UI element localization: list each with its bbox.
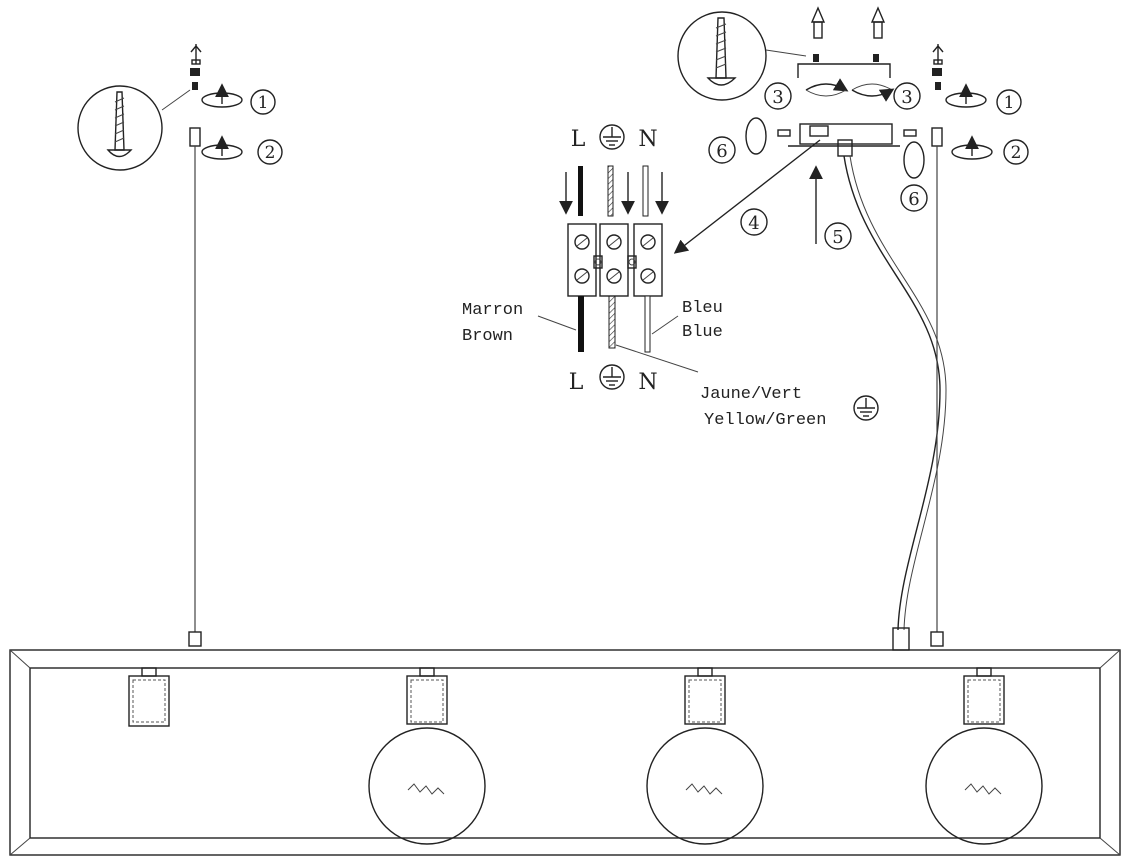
earth-symbol-icon [599,124,625,150]
ceiling-hook-icon [190,68,200,76]
blue-wire-label-en: Blue [682,323,723,342]
step-4-badge: 4 [740,208,768,236]
brown-wire-label-fr: Marron [462,301,523,320]
blue-wire-label-fr: Bleu [682,299,723,318]
earth-symbol-icon [599,364,625,390]
step-5-badge: 5 [824,222,852,250]
svg-text:2: 2 [1011,143,1022,163]
bulb-icon [368,667,486,845]
terminal-top-n-label: N [638,127,657,152]
light-frame [9,649,1121,856]
screw-detail-circle [77,85,163,171]
rotate-arrow-icon [851,83,895,102]
rotate-arrow-icon [951,135,993,160]
step-3-badge: 3 [764,82,792,110]
terminal-block-diagram: L N [462,124,879,430]
canopy-screw [903,129,917,137]
step-2-badge: 2 [1003,139,1029,165]
earth-wire-label-fr: Jaune/Vert [700,385,802,404]
earth-symbol-icon [853,395,879,421]
ceiling-canopy [799,123,893,145]
svg-text:1: 1 [1004,93,1015,113]
wall-plug-icon [810,6,826,62]
step-2-badge: 2 [257,139,283,165]
screw-icon [706,17,737,86]
bulb-icon [925,667,1043,845]
cable-grip [931,127,943,147]
brown-wire-label-en: Brown [462,327,513,346]
canopy-assembly: 3 3 6 6 4 [673,6,1029,651]
step-1-badge: 1 [250,89,276,115]
terminal-bottom-l-label: L [569,370,584,395]
bulb-icon [646,667,764,845]
svg-text:5: 5 [832,227,843,248]
rotate-arrow-icon [745,117,767,155]
terminal-top-l-label: L [571,127,586,152]
screw-icon [106,91,133,158]
wall-plug-icon [932,44,944,65]
svg-text:1: 1 [258,93,269,113]
step-6-badge: 6 [900,184,928,212]
svg-text:4: 4 [748,213,759,234]
step-1-badge: 1 [996,89,1022,115]
canopy-screw [777,129,791,137]
svg-text:2: 2 [265,143,276,163]
step-6-badge: 6 [708,136,736,164]
rotate-arrow-icon [201,83,243,108]
rotate-arrow-icon [903,141,925,179]
svg-text:3: 3 [772,87,783,108]
left-suspension: 1 2 [77,44,283,647]
earth-wire-label-en: Yellow/Green [704,411,826,430]
cable-grip [189,127,201,147]
wall-plug-icon [870,6,886,62]
mounting-bracket [797,63,891,78]
rotate-arrow-icon [201,135,243,160]
power-cable [843,155,941,631]
rotate-arrow-icon [945,83,987,108]
rotate-arrow-icon [805,78,849,97]
svg-text:6: 6 [908,189,919,210]
svg-text:6: 6 [716,141,727,162]
svg-text:3: 3 [901,87,912,108]
socket-icon [128,667,170,727]
step-3-badge: 3 [893,82,921,110]
wall-plug-icon [190,44,202,65]
screw-detail-circle [677,11,767,101]
terminal-bottom-n-label: N [638,370,657,395]
